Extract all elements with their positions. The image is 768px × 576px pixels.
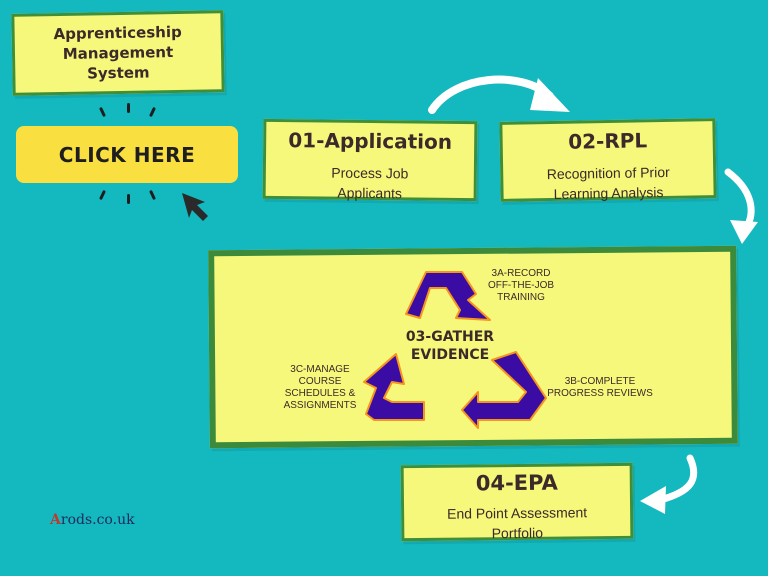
curved-arrow-icon xyxy=(428,75,570,114)
sub-3a-label: 3A-RECORD OFF-THE-JOB TRAINING xyxy=(487,268,555,303)
brand-logo[interactable]: Arods.co.uk xyxy=(50,512,135,528)
sub-3c-label: 3C-MANAGE COURSE SCHEDULES & ASSIGNMENTS xyxy=(283,364,357,411)
cursor-arrow-icon xyxy=(182,193,208,221)
curved-arrow-icon xyxy=(640,454,698,514)
evidence-title: 03-GATHER EVIDENCE xyxy=(405,329,495,363)
highlight-ray xyxy=(127,103,130,113)
recycle-icon xyxy=(363,271,547,429)
sub-3b-label: 3B-COMPLETE PROGRESS REVIEWS xyxy=(547,376,653,399)
curved-arrow-icon xyxy=(724,168,758,244)
highlight-ray xyxy=(127,194,130,204)
click-here-button[interactable]: CLICK HERE xyxy=(16,126,238,183)
